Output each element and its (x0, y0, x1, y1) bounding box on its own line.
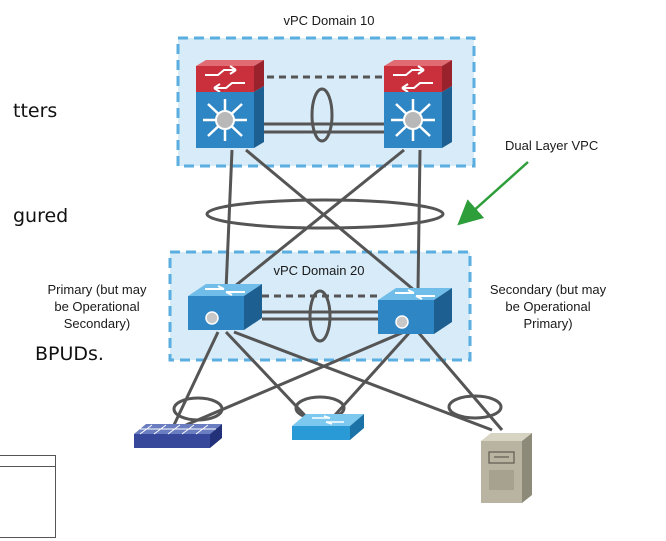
secondary-role-label: Secondary (but may be Operational Primar… (478, 281, 618, 332)
dual-layer-vpc-ellipse (205, 198, 445, 230)
primary-role-label: Primary (but may be Operational Secondar… (32, 281, 162, 332)
nexus-switch-top-right (384, 60, 452, 148)
dual-layer-vpc-label: Dual Layer VPC (505, 138, 599, 153)
switch-bottom-right (378, 288, 452, 334)
nexus-switch-top-left (196, 60, 264, 148)
access-device-grid-switch (134, 424, 222, 448)
inter-domain-links (224, 148, 422, 292)
peer-link-bottom (262, 289, 378, 343)
secondary-role-line-3: Primary) (523, 316, 573, 331)
secondary-role-line-2: be Operational (505, 299, 591, 314)
left-text-fragment-2: gured (13, 205, 69, 227)
partial-window-frame (0, 455, 56, 538)
primary-role-line-1: Primary (but may (47, 282, 147, 297)
left-text-fragment-3: BPUDs. (35, 343, 104, 365)
primary-role-line-2: be Operational (54, 299, 140, 314)
callout-arrow (457, 161, 529, 226)
peer-link-top (255, 75, 385, 143)
switch-bottom-left (188, 284, 262, 330)
access-device-server (481, 433, 532, 503)
access-device-switch (292, 414, 364, 440)
vpc-domain-10-label: vPC Domain 10 (283, 13, 375, 28)
secondary-role-line-1: Secondary (but may (489, 282, 607, 297)
primary-role-line-3: Secondary) (63, 316, 131, 331)
left-text-fragment-1: tters (13, 100, 58, 122)
vpc-domain-20-label: vPC Domain 20 (273, 263, 365, 278)
